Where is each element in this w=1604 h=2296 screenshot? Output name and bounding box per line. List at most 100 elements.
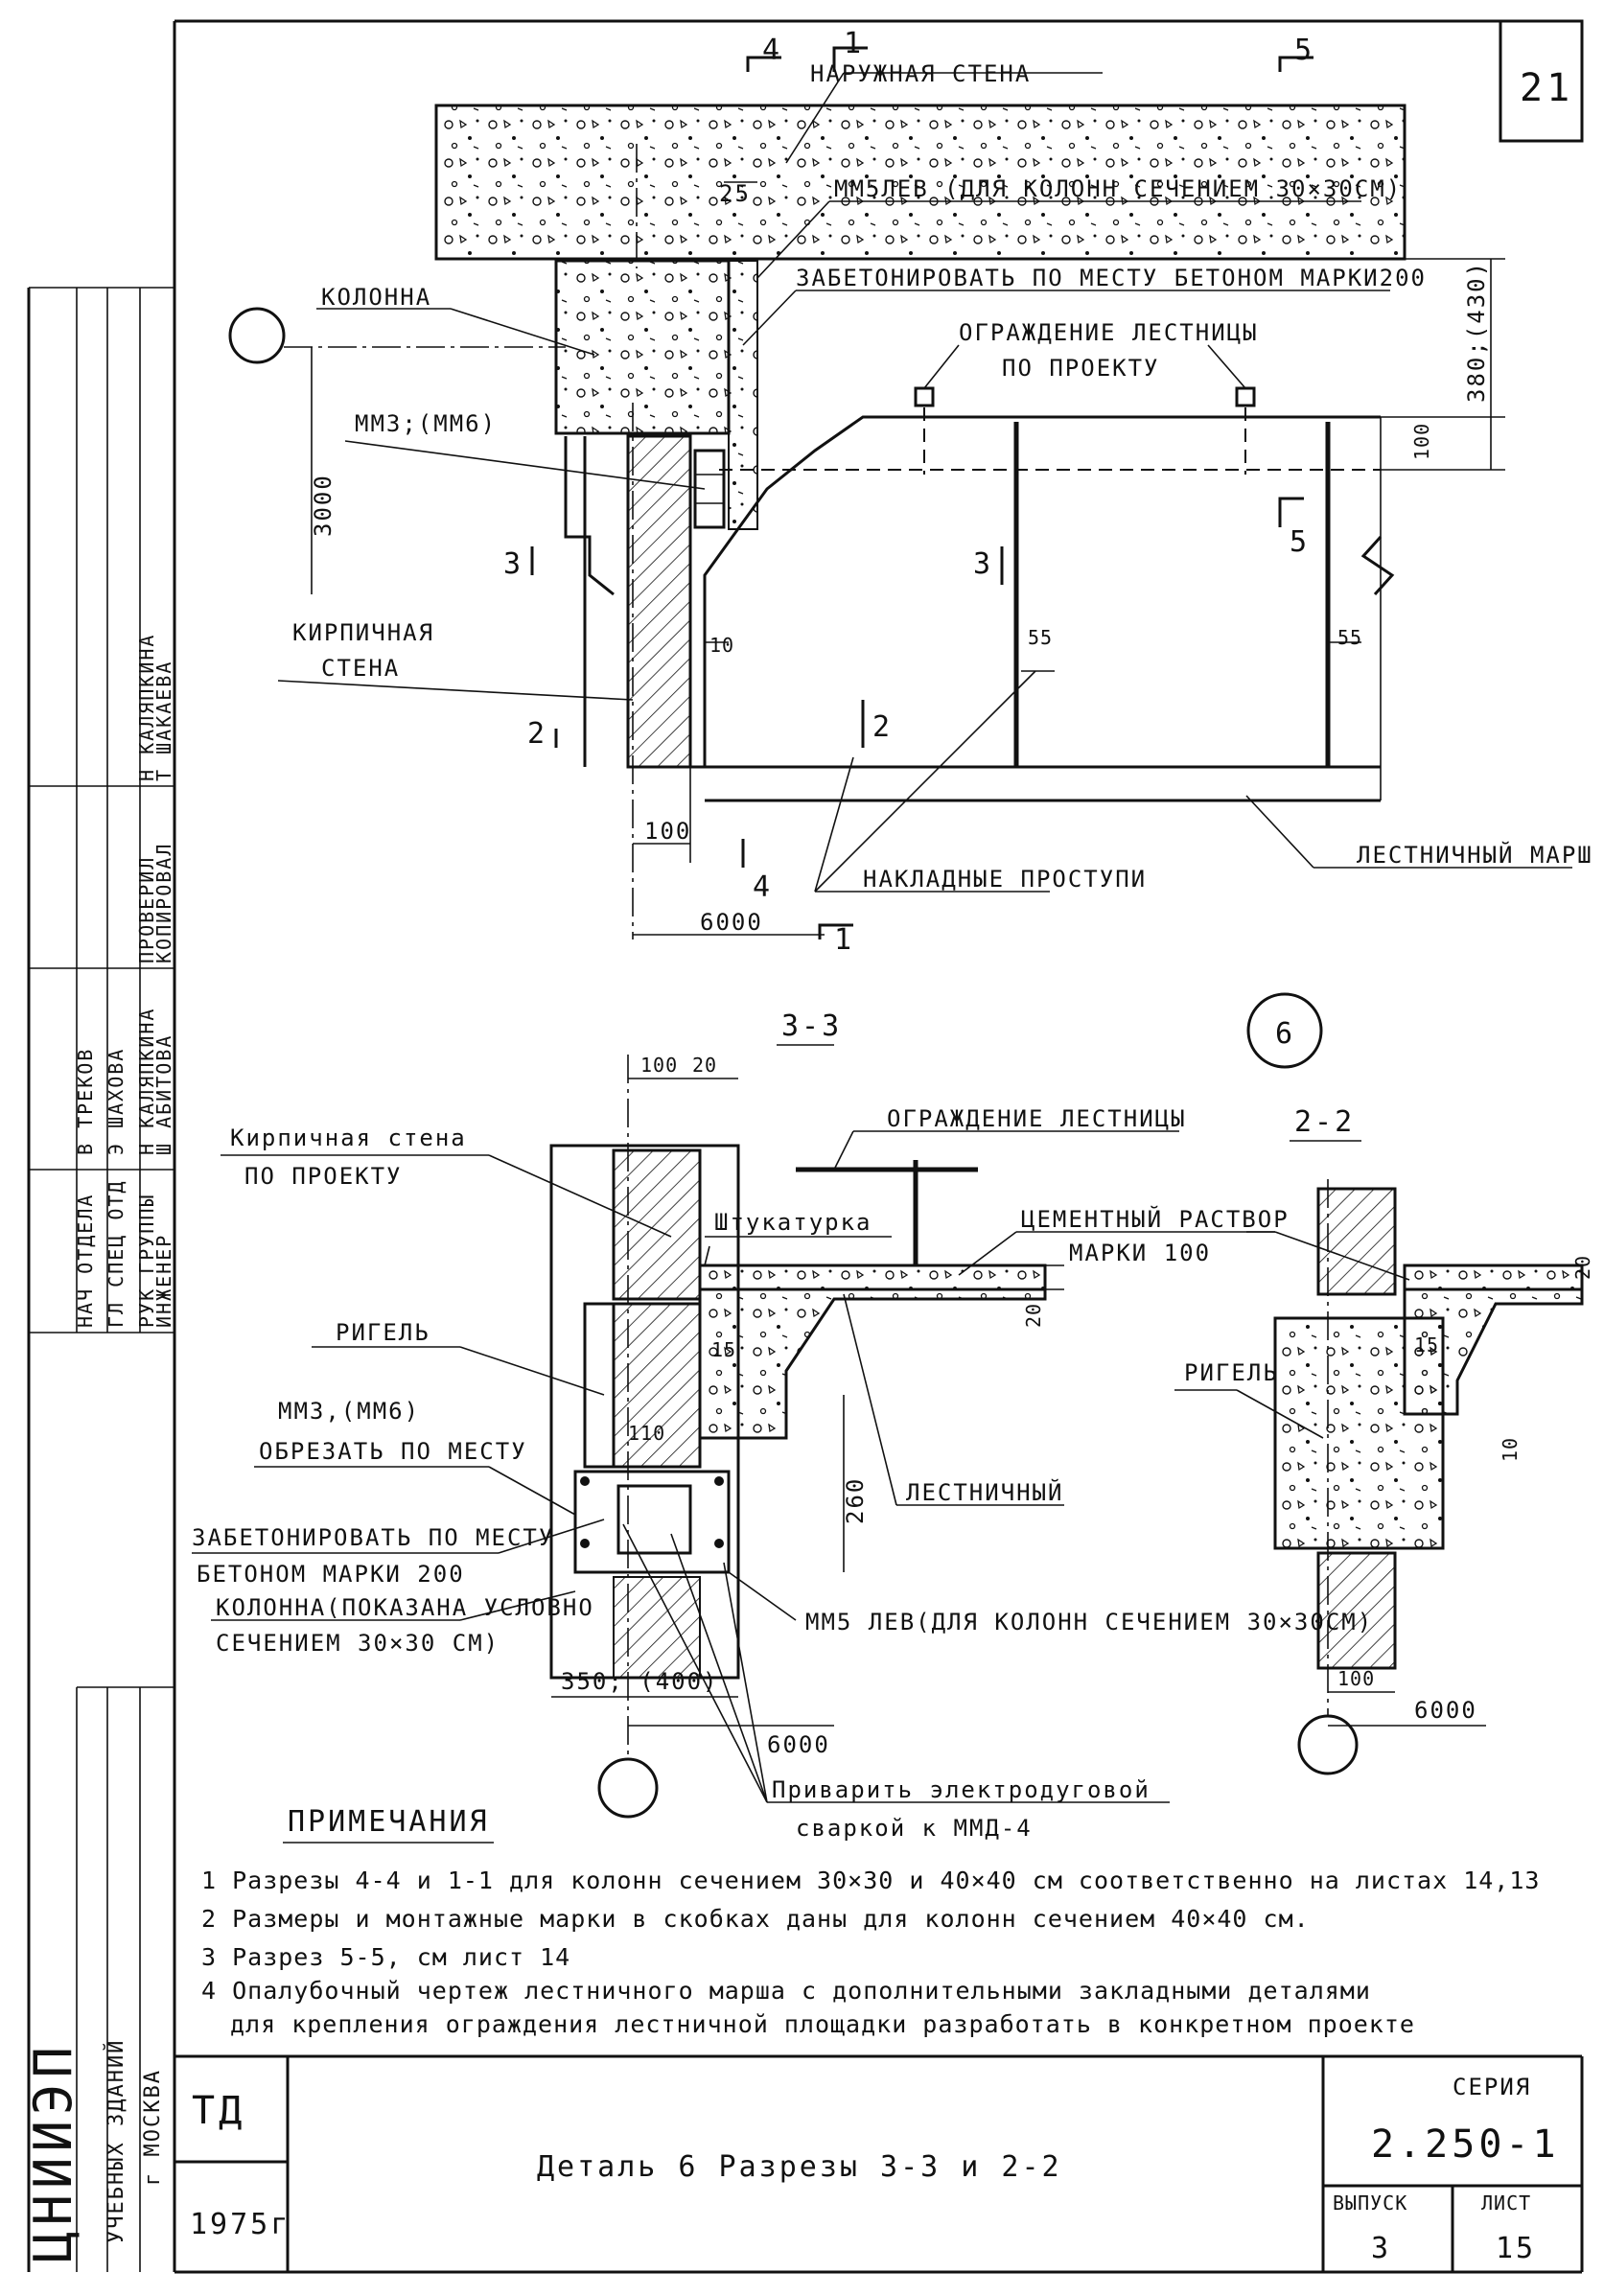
label-girder-22: РИГЕЛЬ [1184, 1359, 1279, 1386]
sheet-corner-number: 21 [1520, 66, 1573, 110]
sheet-label: ЛИСТ [1481, 2192, 1531, 2215]
label-brick-wall-1: КИРПИЧНАЯ [292, 619, 434, 646]
outer-wall [434, 104, 1406, 261]
dim-22-15: 15 [1414, 1334, 1439, 1357]
plan-mark-3-right: 3 [973, 547, 993, 581]
title-block-year: 1975г [190, 2208, 291, 2241]
label-weld-2: сваркой к ММД-4 [796, 1815, 1033, 1842]
dim-22-100: 100 [1337, 1667, 1375, 1690]
axis-bubble-33 [597, 1757, 659, 1819]
dim-25: 25 [719, 180, 751, 207]
axis-bubble-22 [1297, 1714, 1359, 1775]
org-line-2: г МОСКВА [141, 2069, 165, 2186]
name-a-4: Ш АБИТОВА [152, 1034, 175, 1155]
note-4: 4 Опалубочный чертеж лестничного марша с… [201, 1977, 1371, 2005]
column [554, 259, 731, 435]
dim-33-260: 260 [842, 1477, 869, 1524]
name-a-3: Н КАЛЯПКИНА [135, 1008, 158, 1155]
sidebar: НАЧ ОТДЕЛА ГЛ СПЕЦ ОТД РУК ГРУППЫ ИНЖЕНЕ… [23, 634, 175, 2262]
name-b-2: Т ШАКАЕВА [152, 661, 175, 781]
dim-22-10: 10 [1499, 1437, 1522, 1462]
title-block-code: ТД [192, 2089, 245, 2133]
sheet-number: 15 [1496, 2232, 1536, 2265]
label-plaster: Штукатурка [714, 1209, 872, 1236]
label-mm3-33-1: ММ3,(ММ6) [278, 1398, 420, 1425]
note-3: 3 Разрез 5-5, см лист 14 [201, 1943, 570, 1971]
label-railing-1: ОГРАЖДЕНИЕ ЛЕСТНИЦЫ [959, 319, 1259, 346]
dim-33-15: 15 [711, 1338, 736, 1361]
mm3-plate-33 [573, 1470, 731, 1574]
notes: ПРИМЕЧАНИЯ 1 Разрезы 4-4 и 1-1 для колон… [201, 1805, 1540, 2038]
dim-55-b: 55 [1337, 626, 1362, 649]
org-logo: ЦНИИЭП [23, 2041, 83, 2262]
name-b-1-visible: Н КАЛЯПКИНА [135, 634, 158, 781]
dim-33-20b: 20 [1022, 1303, 1045, 1328]
label-column: КОЛОННА [321, 284, 431, 311]
title-block: ТД 1975г Деталь 6 Разрезы 3-3 и 2-2 СЕРИ… [174, 2054, 1584, 2272]
plan-mark-2-right: 2 [872, 710, 893, 744]
plan-mark-2-left: 2 [527, 717, 547, 751]
series-label: СЕРИЯ [1453, 2074, 1531, 2100]
name-a-1: В ТРЕКОВ [74, 1048, 97, 1155]
plan-mark-3-left: 3 [503, 547, 523, 581]
label-mortar-2: МАРКИ 100 [1069, 1240, 1211, 1266]
issue-number: 3 [1371, 2232, 1391, 2265]
role-chief: ГЛ СПЕЦ ОТД [105, 1180, 128, 1328]
dim-33-20: 20 [692, 1054, 717, 1077]
label-mm5-33: ММ5 ЛЕВ(ДЛЯ КОЛОНН СЕЧЕНИЕМ 30×30СМ) [805, 1609, 1373, 1635]
role-head: НАЧ ОТДЕЛА [74, 1194, 97, 1328]
section33-title: 3-3 [781, 1009, 842, 1043]
label-mm3-plan: ММ3;(ММ6) [355, 410, 497, 437]
org-line-1: УЧЕБНЫХ ЗДАНИЙ [104, 2039, 128, 2243]
series-number: 2.250-1 [1371, 2122, 1560, 2167]
label-column-33-2: СЕЧЕНИЕМ 30×30 СМ) [216, 1630, 500, 1657]
label-concrete-fill-plan: ЗАБЕТОНИРОВАТЬ ПО МЕСТУ БЕТОНОМ МАРКИ200 [796, 265, 1427, 291]
dim-22-6000: 6000 [1414, 1697, 1477, 1724]
corner-number-box [1499, 19, 1584, 143]
plan-mark-4-top: 4 [762, 34, 782, 67]
dim-33-6000: 6000 [767, 1731, 830, 1758]
dim-22-20: 20 [1571, 1255, 1594, 1280]
brick-wall [626, 434, 692, 769]
dim-10: 10 [709, 634, 734, 657]
label-mm5-plan: ММ5ЛЕВ (ДЛЯ КОЛОНН СЕЧЕНИЕМ 30×30СМ) [834, 175, 1402, 202]
detail-number-circle [1246, 992, 1323, 1069]
plan-mark-1-bottom: 1 [834, 923, 854, 957]
role-group: РУК ГРУППЫ [135, 1194, 158, 1328]
dim-33-100: 100 [640, 1054, 678, 1077]
label-brick-wall-33-2: ПО ПРОЕКТУ [244, 1163, 403, 1190]
label-concrete-33-2: БЕТОНОМ МАРКИ 200 [197, 1561, 465, 1588]
label-railing-33: ОГРАЖДЕНИЕ ЛЕСТНИЦЫ [887, 1105, 1187, 1132]
section-2-2: 2-2 РИГЕЛЬ 20 15 10 100 6000 [1174, 1105, 1594, 1775]
label-mortar-1: ЦЕМЕНТНЫЙ РАСТВОР [1021, 1205, 1290, 1233]
sheet-frame [27, 19, 1584, 2274]
section-3-3: 3-3 [192, 1009, 1373, 1842]
label-railing-2: ПО ПРОЕКТУ [1002, 355, 1160, 382]
note-5: для крепления ограждения лестничной площ… [230, 2010, 1415, 2038]
issue-label: ВЫПУСК [1333, 2192, 1407, 2215]
axis-bubble-1 [228, 307, 286, 364]
plan-mark-5-right: 5 [1290, 525, 1310, 559]
label-stair-33: ЛЕСТНИЧНЫЙ [906, 1478, 1064, 1506]
dim-55-a: 55 [1028, 626, 1053, 649]
role-b-1: ПРОВЕРИЛ [135, 856, 158, 963]
dim-100-plan: 100 [644, 818, 691, 845]
plan-mark-4-bottom: 4 [753, 870, 773, 904]
label-concrete-33-1: ЗАБЕТОНИРОВАТЬ ПО МЕСТУ [192, 1524, 554, 1551]
role-b-2: КОПИРОВАЛ [152, 843, 175, 963]
fill-strip [728, 260, 758, 530]
plan-view: 4 1 5 3 3 5 2 2 4 1 [228, 27, 1593, 957]
label-brick-wall-2: СТЕНА [321, 655, 400, 682]
label-stair-flight: ЛЕСТНИЧНЫЙ МАРШ [1357, 841, 1593, 869]
plan-mark-5-top: 5 [1294, 34, 1314, 67]
section22-title: 2-2 [1294, 1105, 1355, 1139]
detail-number: 6 [1275, 1017, 1295, 1051]
label-column-33-1: КОЛОННА(ПОКАЗАНА УСЛОВНО [216, 1594, 594, 1621]
label-girder-33: РИГЕЛЬ [336, 1319, 430, 1346]
note-1: 1 Разрезы 4-4 и 1-1 для колонн сечением … [201, 1867, 1540, 1894]
label-treads: НАКЛАДНЫЕ ПРОСТУПИ [863, 866, 1147, 893]
title-block-title: Деталь 6 Разрезы 3-3 и 2-2 [537, 2150, 1062, 2184]
dim-380: 380;(430) [1463, 261, 1490, 403]
dim-33-350: 350; (400) [561, 1668, 719, 1695]
